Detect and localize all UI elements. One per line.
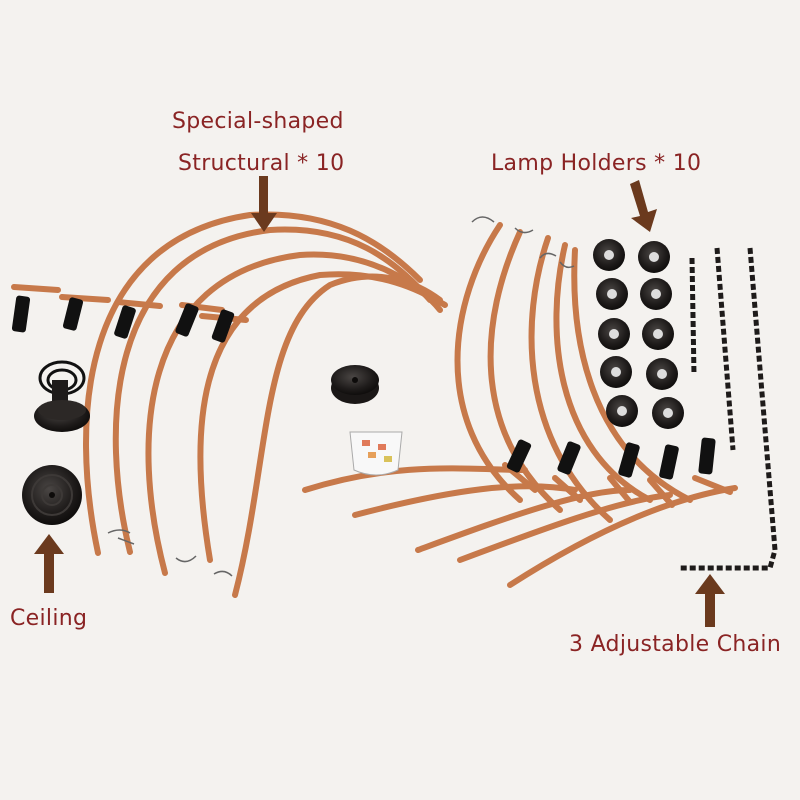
- arrow-structural: [251, 176, 277, 232]
- lamp-holder-ring: [642, 318, 674, 350]
- structural-arm: [352, 483, 578, 518]
- ceiling-canopy: [22, 465, 82, 525]
- structural-arm: [83, 211, 423, 556]
- lamp-socket: [11, 295, 31, 333]
- label-adjustable-chain: 3 Adjustable Chain: [569, 632, 782, 657]
- cross-bar: [552, 475, 583, 503]
- structural-arm: [197, 271, 448, 563]
- cross-bar: [607, 475, 633, 505]
- structural-arms-left: [11, 211, 448, 598]
- structural-arm: [507, 485, 738, 588]
- arrows: [34, 176, 725, 627]
- arrow-ceiling: [44, 551, 54, 593]
- center-canopy: [331, 365, 379, 404]
- lamp-socket: [618, 442, 640, 478]
- lamp-socket: [698, 437, 716, 475]
- lamp-holder-ring: [596, 278, 628, 310]
- chain-short: [689, 257, 697, 376]
- lamp-sockets-right: [506, 437, 716, 480]
- screws-bag: [349, 431, 403, 476]
- lamp-holder-ring: [638, 241, 670, 273]
- label-lamp-holders: Lamp Holders * 10: [491, 151, 702, 176]
- chain-medium: [714, 247, 736, 451]
- cross-bar: [11, 284, 61, 293]
- wire-clips-left: [107, 529, 233, 577]
- lamp-socket: [62, 297, 84, 331]
- structural-arm: [112, 226, 433, 555]
- cross-bar: [59, 294, 111, 303]
- lamp-sockets-left: [11, 295, 235, 343]
- structural-arm: [553, 242, 653, 503]
- arrow-ceiling-head: [34, 534, 64, 554]
- structural-arm: [457, 492, 673, 563]
- arrow-chain: [705, 592, 715, 627]
- lamp-holder-rings: [593, 239, 684, 429]
- lamp-socket: [175, 303, 199, 337]
- structural-arm: [528, 235, 613, 523]
- lamp-socket: [211, 309, 235, 343]
- label-special-shaped: Special-shaped: [172, 109, 344, 134]
- structural-arm: [145, 251, 443, 576]
- ceiling-canopy-with-cable: [34, 360, 90, 432]
- arrow-chain-head: [695, 574, 725, 594]
- lamp-holder-ring: [646, 358, 678, 390]
- structural-arm: [487, 229, 563, 513]
- lamp-holder-ring: [600, 356, 632, 388]
- label-structural-count: Structural * 10: [178, 151, 345, 176]
- lamp-holder-ring: [652, 397, 684, 429]
- cross-bar: [647, 477, 675, 508]
- chains: [680, 247, 778, 571]
- structural-arm: [232, 273, 443, 598]
- lamp-socket: [557, 441, 581, 475]
- lamp-socket: [506, 439, 532, 473]
- label-ceiling: Ceiling: [10, 606, 88, 631]
- cross-bar: [115, 299, 163, 309]
- lamp-holder-ring: [640, 278, 672, 310]
- lamp-socket: [659, 444, 679, 480]
- structural-arm: [415, 487, 633, 553]
- lamp-holder-ring: [593, 239, 625, 271]
- structural-arm: [571, 247, 693, 503]
- cross-bar: [692, 475, 733, 495]
- lamp-socket: [114, 305, 136, 339]
- structural-arms-right: [302, 222, 738, 588]
- arrow-lamp-holders: [630, 180, 657, 232]
- wire-clips-right: [471, 216, 575, 269]
- lamp-holder-ring: [598, 318, 630, 350]
- structural-arm: [302, 465, 528, 493]
- lamp-holder-ring: [606, 395, 638, 427]
